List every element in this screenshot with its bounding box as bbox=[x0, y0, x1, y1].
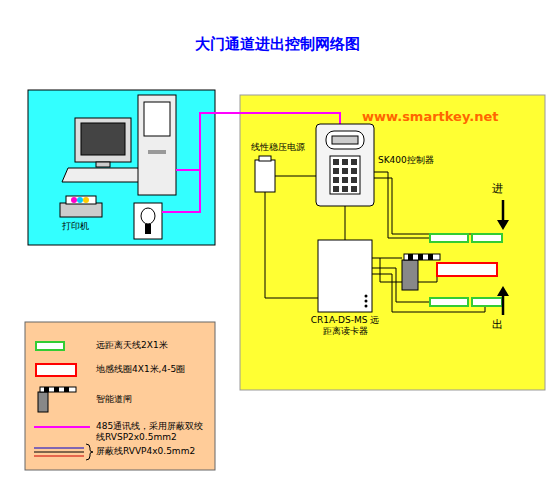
device-box: 线性稳压电源 bbox=[255, 160, 275, 192]
website-watermark: www.smartkey.net bbox=[362, 109, 498, 125]
legend-text: 远距离天线2X1米 bbox=[96, 340, 168, 351]
printer bbox=[60, 196, 102, 217]
wire-connector bbox=[265, 192, 318, 298]
rs485-converter bbox=[134, 203, 162, 239]
device-box: 打印机 bbox=[58, 195, 104, 219]
shielded-wires bbox=[372, 172, 485, 312]
legend-text: 智能道闸 bbox=[96, 394, 132, 405]
device-label: SK400控制器 bbox=[378, 155, 434, 166]
keypad bbox=[333, 159, 357, 192]
legend-panel bbox=[25, 322, 215, 470]
legend-text: 485通讯线，采用屏蔽双绞线RVSP2x0.5mm2 bbox=[96, 421, 208, 443]
pc-area bbox=[28, 90, 215, 245]
wire-connector bbox=[345, 206, 346, 240]
direction-arrows bbox=[497, 200, 509, 315]
reader-shape bbox=[318, 240, 372, 312]
ground-loop bbox=[437, 263, 497, 276]
rs485-line bbox=[162, 113, 340, 212]
device-box: CR1A-DS-MS 远距离读卡器 bbox=[318, 240, 372, 312]
direction-label: 出 bbox=[492, 318, 503, 331]
device-label: 线性稳压电源 bbox=[251, 142, 305, 153]
legend-text: 屏蔽线RVVP4x0.5mm2 bbox=[96, 446, 195, 457]
controller-shape bbox=[316, 124, 374, 206]
diagram-title: 大门通道进出控制网络图 bbox=[0, 35, 554, 53]
barrier-gate bbox=[402, 254, 440, 290]
direction-label: 进 bbox=[492, 182, 503, 195]
field-area bbox=[240, 95, 545, 390]
power-supply-shape bbox=[255, 156, 275, 192]
antennas bbox=[430, 234, 502, 306]
device-label: CR1A-DS-MS 远距离读卡器 bbox=[310, 315, 380, 337]
device-box: SK400控制器 bbox=[316, 124, 374, 206]
legend-samples bbox=[34, 342, 93, 460]
rs485-line bbox=[176, 169, 200, 171]
legend-text: 地感线圈4X1米,4-5圈 bbox=[96, 364, 185, 375]
computer bbox=[62, 95, 176, 195]
device-label: 打印机 bbox=[62, 221, 89, 232]
wire-connector bbox=[275, 176, 316, 177]
